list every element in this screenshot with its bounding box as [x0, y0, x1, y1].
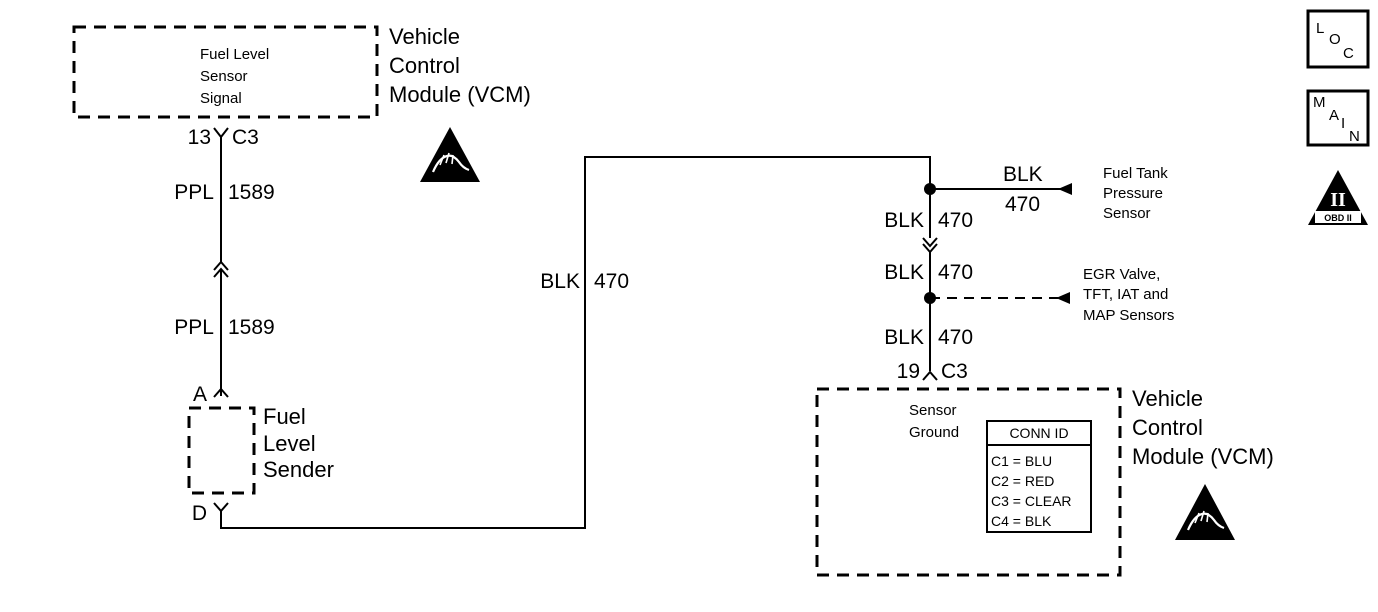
- main-letter-i: I: [1341, 115, 1345, 132]
- egr-line-3: MAP Sensors: [1083, 307, 1174, 324]
- sender-title-line-2: Level: [263, 431, 316, 456]
- sender-title-line-3: Sender: [263, 457, 334, 482]
- vcm-top-signal-line-1: Fuel Level: [200, 46, 269, 63]
- sender-terminal-a: A: [193, 383, 207, 406]
- inline-connector-right-upper: [922, 237, 938, 248]
- loc-letter-c: C: [1343, 45, 1354, 62]
- vcm-top-title-line-2: Control: [389, 53, 460, 78]
- blk-long-circuit: 470: [594, 270, 629, 293]
- vcm-top-signal-line-2: Sensor: [200, 68, 248, 85]
- main-button[interactable]: M A I N: [1306, 89, 1370, 147]
- sender-title-line-1: Fuel: [263, 404, 306, 429]
- blk-tank-circuit: 470: [1005, 193, 1040, 216]
- blk-470-main-wire: BLK 470: [220, 156, 931, 529]
- esd-warning-icon: [1175, 484, 1235, 540]
- blk-right-3-color: BLK: [884, 326, 924, 349]
- obd-ii-label: OBD II: [1324, 213, 1352, 223]
- vcm-bottom-ground-line-2: Ground: [909, 424, 959, 441]
- loc-button[interactable]: L O C: [1306, 9, 1370, 69]
- vcm-bottom-connector: C3: [941, 360, 968, 383]
- vcm-bottom-title-line-1: Vehicle: [1132, 386, 1203, 411]
- egr-sensors-branch: EGR Valve, TFT, IAT and MAP Sensors: [930, 266, 1174, 324]
- main-letter-n: N: [1349, 128, 1360, 145]
- loc-letter-l: L: [1316, 20, 1324, 37]
- fuel-tank-line-2: Pressure: [1103, 185, 1163, 202]
- ppl-upper-color: PPL: [174, 181, 214, 204]
- conn-id-row-c4: C4 = BLK: [991, 513, 1052, 529]
- esd-warning-icon: [420, 127, 480, 182]
- vcm-bottom-module: 19 C3 Sensor Ground Vehicle Control Modu…: [815, 360, 1274, 577]
- blk-long-color: BLK: [540, 270, 580, 293]
- sender-terminal-a-connector: [213, 387, 229, 398]
- vcm-top-module: Fuel Level Sensor Signal Vehicle Control…: [72, 24, 531, 182]
- conn-id-row-c3: C3 = CLEAR: [991, 493, 1072, 509]
- vcm-bottom-title-line-2: Control: [1132, 415, 1203, 440]
- egr-line-1: EGR Valve,: [1083, 266, 1160, 283]
- blk-tank-color: BLK: [1003, 163, 1043, 186]
- blk-right-2-circuit: 470: [938, 261, 973, 284]
- inline-connector-upper: [213, 260, 229, 271]
- fuel-tank-line-3: Sensor: [1103, 205, 1151, 222]
- sender-terminal-d-connector: [213, 502, 229, 513]
- conn-id-table: CONN ID C1 = BLU C2 = RED C3 = CLEAR C4 …: [986, 420, 1092, 533]
- branch-arrow-tank: [1058, 183, 1072, 195]
- main-letter-m: M: [1313, 94, 1326, 111]
- blk-470-right-wire: BLK 470 BLK 470 BLK 470: [884, 183, 973, 381]
- ppl-lower-color: PPL: [174, 316, 214, 339]
- vcm-bottom-box: [815, 387, 1122, 577]
- vcm-top-pin: 13: [188, 126, 211, 149]
- fuel-level-sender-box: [187, 406, 256, 495]
- main-letter-a: A: [1329, 107, 1339, 124]
- sender-terminal-d: D: [192, 502, 207, 525]
- ppl-1589-wire: PPL 1589 PPL 1589: [174, 127, 275, 398]
- vcm-top-title-line-1: Vehicle: [389, 24, 460, 49]
- obd-ii-numeral: II: [1330, 189, 1346, 211]
- fuel-tank-line-1: Fuel Tank: [1103, 165, 1168, 182]
- blk-right-1-color: BLK: [884, 209, 924, 232]
- loc-letter-o: O: [1329, 31, 1341, 48]
- conn-id-row-c1: C1 = BLU: [991, 453, 1052, 469]
- blk-right-3-circuit: 470: [938, 326, 973, 349]
- conn-id-header: CONN ID: [1009, 425, 1068, 441]
- blk-right-1-circuit: 470: [938, 209, 973, 232]
- ppl-upper-circuit: 1589: [228, 181, 275, 204]
- fuel-level-sender: A D Fuel Level Sender: [187, 383, 334, 525]
- vcm-top-connector: C3: [232, 126, 259, 149]
- vcm-bottom-pin: 19: [897, 360, 920, 383]
- obd-ii-button[interactable]: II OBD II: [1308, 170, 1368, 225]
- conn-id-row-c2: C2 = RED: [991, 473, 1054, 489]
- ppl-lower-circuit: 1589: [228, 316, 275, 339]
- vcm-top-title-line-3: Module (VCM): [389, 82, 531, 107]
- branch-arrow-egr: [1056, 292, 1070, 304]
- main-index-icon[interactable]: [1306, 89, 1370, 147]
- vcm-top-box: [72, 25, 379, 119]
- connector-fork-c3-bottom: [922, 370, 938, 381]
- vcm-bottom-title-line-3: Module (VCM): [1132, 444, 1274, 469]
- vcm-bottom-ground-line-1: Sensor: [909, 402, 957, 419]
- blk-right-2-color: BLK: [884, 261, 924, 284]
- location-icon[interactable]: [1306, 9, 1370, 69]
- fuel-tank-pressure-branch: BLK 470 Fuel Tank Pressure Sensor: [930, 163, 1168, 222]
- egr-line-2: TFT, IAT and: [1083, 286, 1168, 303]
- vcm-top-signal-line-3: Signal: [200, 90, 242, 107]
- connector-fork-c3-top: [213, 127, 229, 139]
